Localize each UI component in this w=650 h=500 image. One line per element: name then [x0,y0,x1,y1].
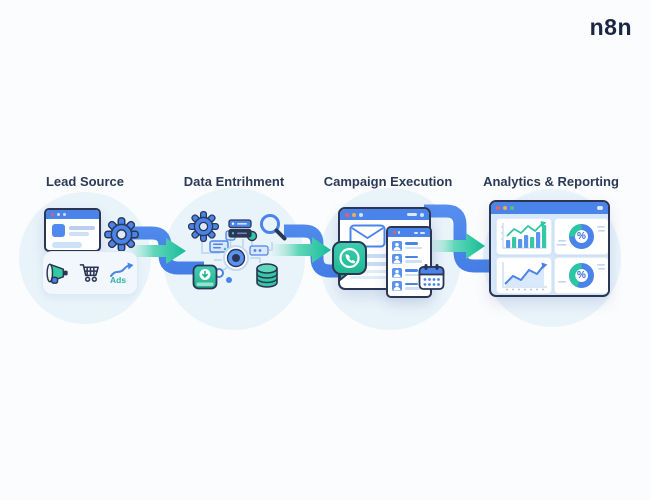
import-box-icon [192,264,218,290]
lead-source-browser-window-icon [44,208,101,252]
stage-label-analytics: Analytics & Reporting [483,174,619,189]
ads-trend-arrow-icon [110,262,134,277]
window-dot-icon [57,213,60,216]
titlebar-pill [420,231,425,234]
avatar-icon [392,240,402,251]
email-text-line [350,254,408,258]
stage-label-lead-source: Lead Source [45,174,125,189]
donut-percent-label: % [577,270,586,281]
contact-row [392,267,426,278]
donut-percent-label: % [577,231,586,242]
browser-thumbnail-block [52,224,65,237]
contact-row [392,254,426,264]
email-text-line [350,262,396,266]
line-chart-icon [496,257,552,294]
donut-chart-icon: % [554,218,608,255]
window-dot-icon [420,212,424,217]
contact-row [392,240,426,251]
megaphone-icon [46,263,68,284]
teal-arrow-icon-1 [128,238,186,264]
gear-icon [187,210,220,243]
window-dot-icon [359,212,363,217]
donut-chart-icon: % [554,257,608,294]
calendar-icon [418,264,445,290]
avatar-icon [392,267,402,278]
titlebar-pill [597,206,603,210]
ads-label: Ads [110,275,127,285]
window-dot-red-icon [496,206,500,210]
stage-label-data-enrichment: Data Entrihment [183,174,285,189]
window-dot-red-icon [393,231,396,234]
window-dot-icon [63,213,66,216]
server-stack-icon [228,219,252,238]
contact-row [392,281,426,291]
teal-arrow-icon-2 [272,237,331,263]
window-dot-icon [397,231,400,234]
bar-chart-icon [496,218,552,255]
lead-source-channels-panel: Ads [42,251,138,295]
blue-ribbon-connector-3 [424,204,502,273]
gear-icon [104,217,139,252]
shopping-cart-icon [79,264,99,282]
window-dot-orange-icon [503,206,507,210]
ads-icon: Ads [109,261,135,285]
browser-text-line [69,226,95,230]
window-dot-green-icon [510,206,514,210]
node-small-dot-icon [226,277,232,283]
browser-pill-block [52,242,82,248]
window-dot-red-icon [345,212,349,217]
stage-label-campaign-execution: Campaign Execution [323,174,453,189]
workflow-ring-node-icon [223,245,249,271]
titlebar-pill [414,231,418,234]
whatsapp-bubble-icon [332,241,367,281]
browser-text-line [69,232,89,236]
email-text-line [350,276,388,279]
window-dot-orange-icon [352,212,356,217]
titlebar-pill [407,212,417,217]
analytics-dashboard-icon: % [489,200,610,297]
teal-arrow-icon-3 [430,233,485,259]
database-cylinder-icon [256,263,278,288]
email-text-line [350,270,408,273]
magnifier-icon [260,214,287,241]
data-enrichment-cluster [170,195,300,305]
n8n-logo: n8n [589,14,632,40]
server-card-icon [209,240,229,253]
avatar-icon [392,254,402,264]
window-dot-red-icon [51,213,54,216]
avatar-icon [392,281,402,291]
